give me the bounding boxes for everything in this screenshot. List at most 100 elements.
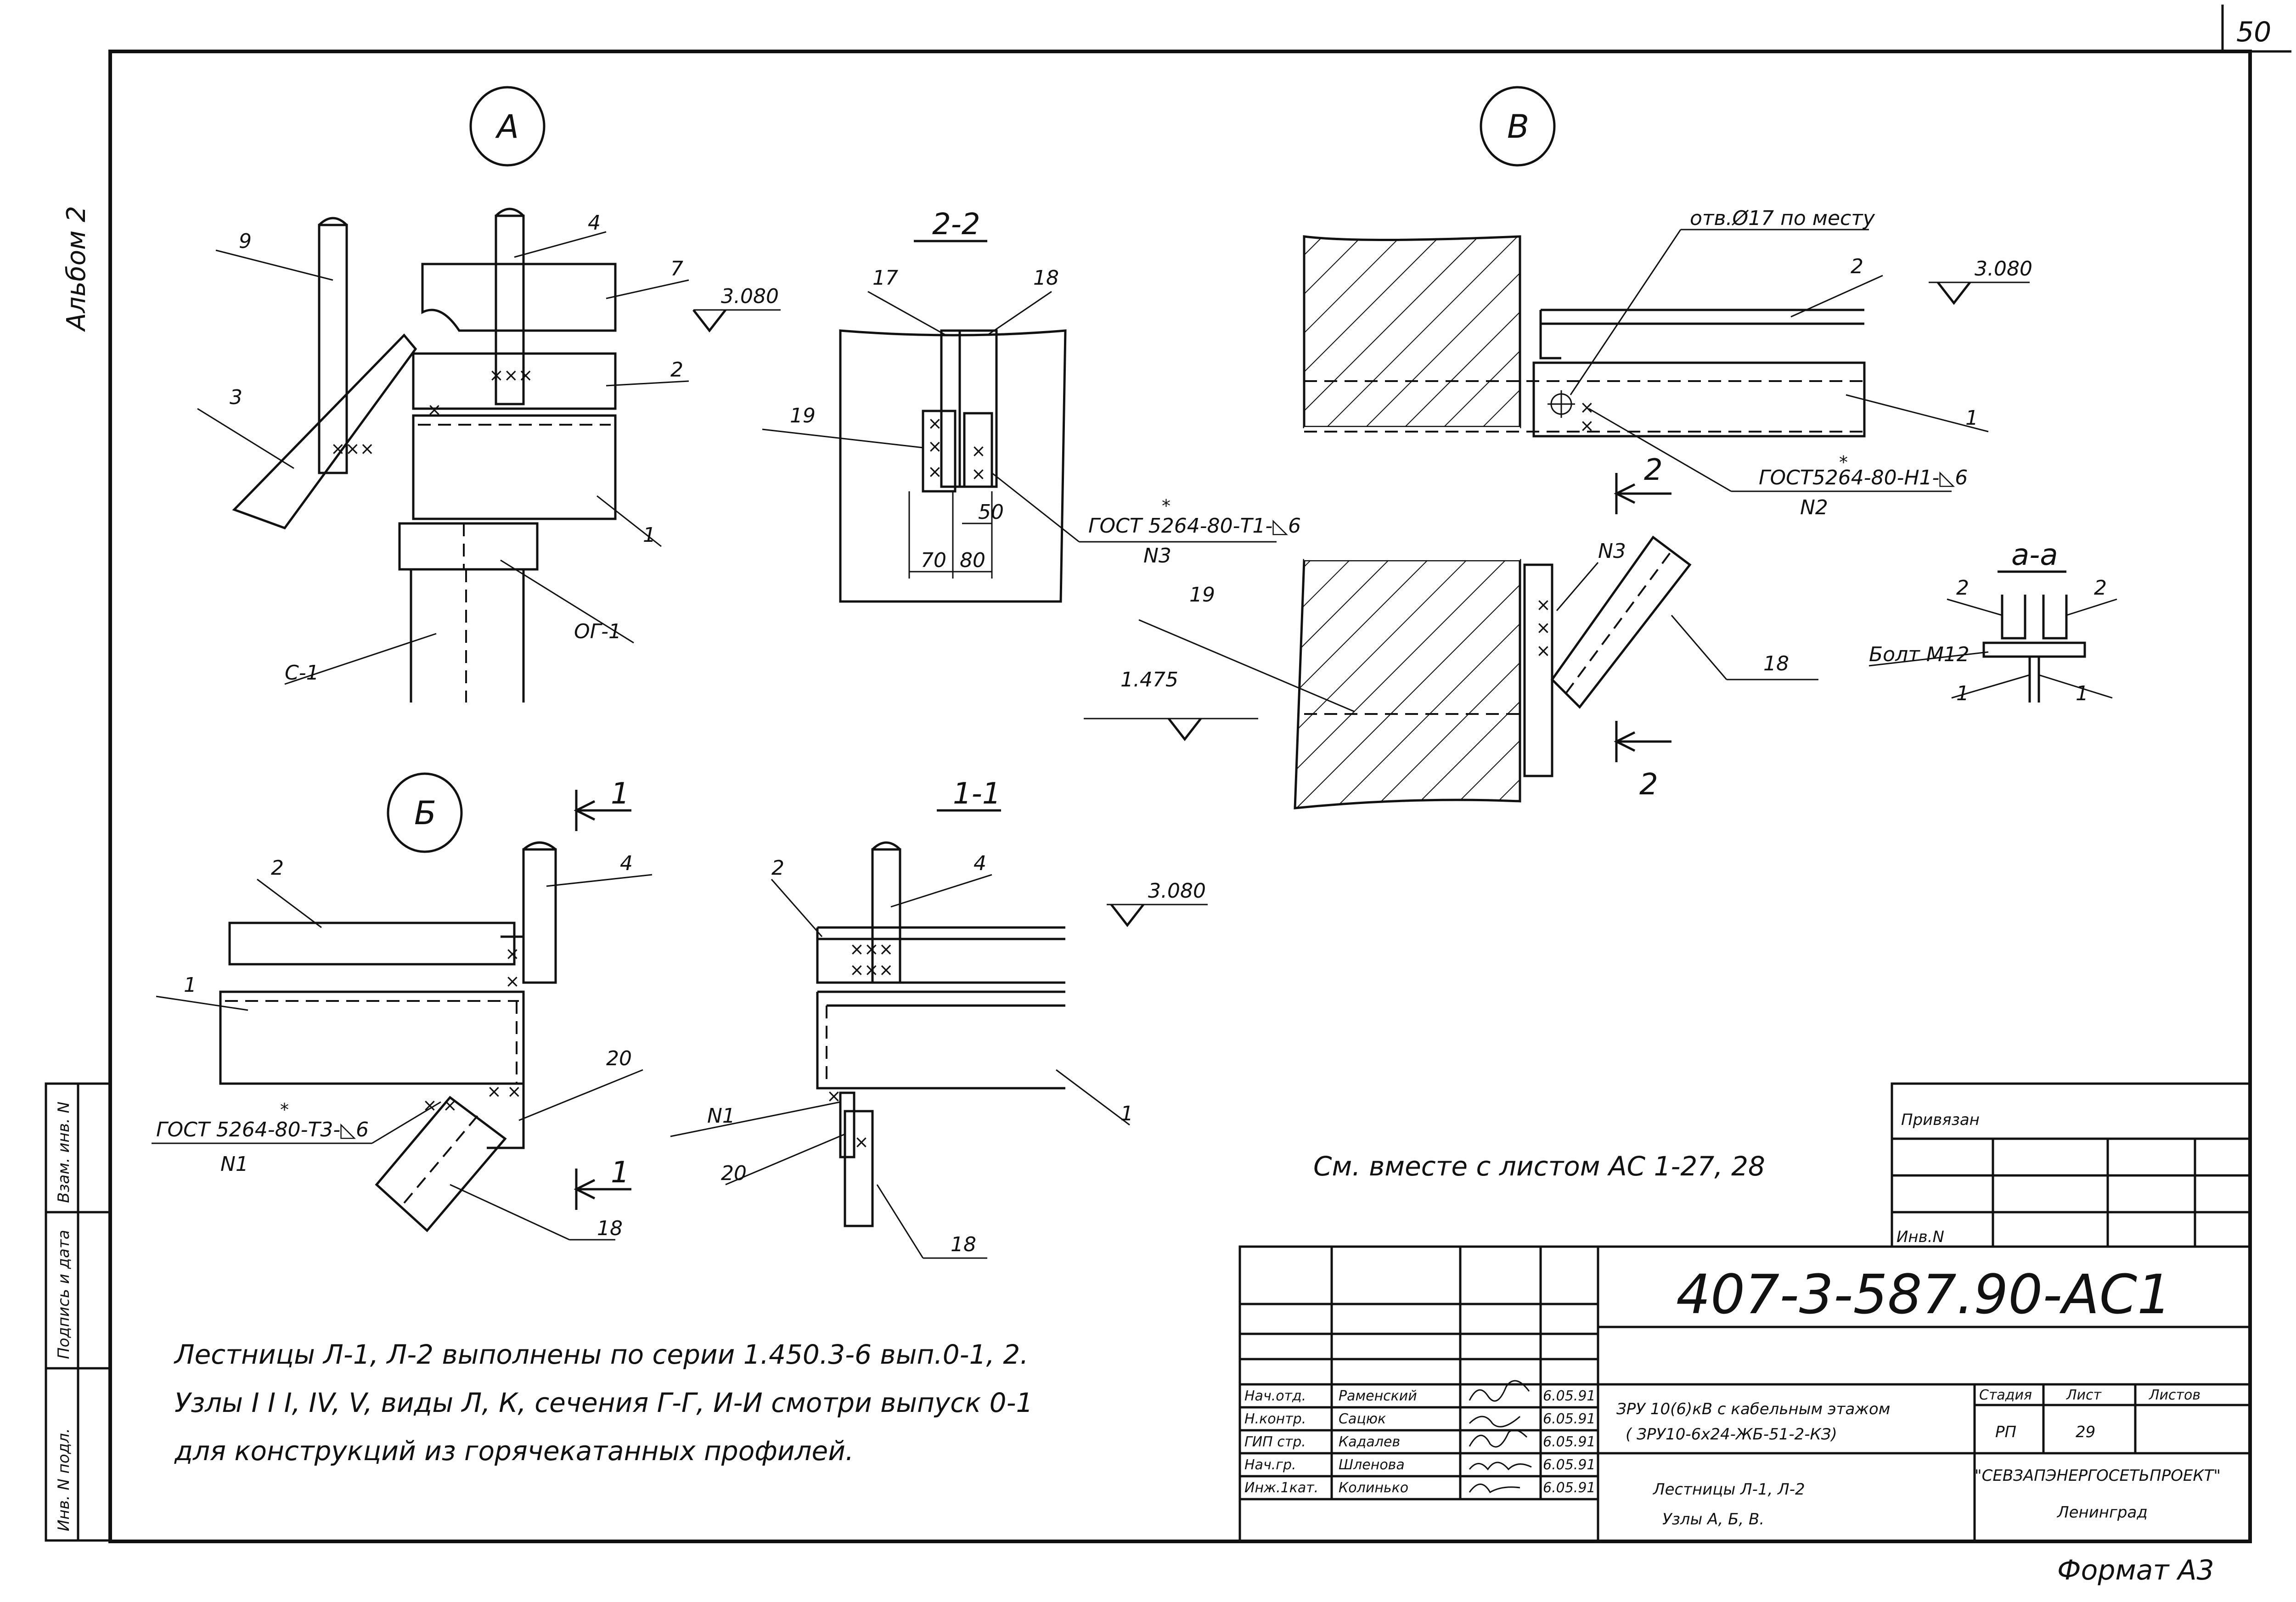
svg-text:×××: ×××: [850, 960, 894, 980]
node-v-weld-mark: *: [1839, 452, 1848, 472]
node-v-cut-top: 2: [1644, 453, 1663, 487]
staff-date-3: 6.05.91: [1543, 1457, 1596, 1473]
note-line-3: для конструкций из горячекатанных профил…: [174, 1435, 854, 1467]
svg-text:×: ×: [928, 461, 942, 482]
title-block: Привязан Инв.N 407-3-587.90-АС1 ЗРУ 10(6…: [1238, 1082, 2251, 1543]
note-line-1: Лестницы Л-1, Л-2 выполнены по серии 1.4…: [174, 1339, 1029, 1370]
staff-name-2: Кадалев: [1339, 1434, 1400, 1450]
section-2-2-weld-mark: *: [1162, 496, 1171, 516]
svg-text:×××: ×××: [850, 939, 894, 959]
node-b-callout-18: 18: [597, 1217, 623, 1240]
svg-text:×××: ×××: [331, 438, 375, 459]
node-v-weld-no: N2: [1800, 496, 1828, 519]
node-b-weld-mark: *: [280, 1100, 289, 1120]
node-v-level-bottom: 1.475: [1120, 668, 1178, 691]
section-2-2-callout-17: 17: [872, 266, 898, 290]
svg-text:×: ×: [427, 399, 442, 420]
node-a-level: 3.080: [721, 285, 779, 308]
signatures: [1469, 1380, 1532, 1494]
section-1-1-callout-1: 1: [1120, 1102, 1133, 1125]
svg-text:×: ×: [1580, 397, 1594, 417]
node-b-circle-label: Б: [414, 794, 436, 832]
node-v-callout-19: 19: [1189, 583, 1215, 607]
staff-role-1: Н.контр.: [1244, 1411, 1306, 1427]
node-a-callout-4: 4: [588, 211, 601, 235]
project-line-2: ( ЗРУ10-6х24-ЖБ-51-2-КЗ): [1626, 1425, 1837, 1444]
staff-role-4: Инж.1кат.: [1244, 1480, 1318, 1496]
node-v-circle-label: В: [1507, 108, 1529, 146]
svg-text:× ×: × ×: [487, 1081, 522, 1102]
node-a-callout-2: 2: [670, 358, 683, 382]
node-a-callout-7: 7: [670, 257, 683, 281]
staff-date-2: 6.05.91: [1543, 1434, 1596, 1450]
section-2-2-callout-18: 18: [1033, 266, 1059, 290]
section-1-1-callout-4: 4: [974, 852, 986, 875]
side-stamp-block: Взам. инв. N Подпись и дата Инв. N подл.: [45, 1082, 112, 1542]
privyazan-label: Привязан: [1901, 1111, 1980, 1129]
section-a-a-callout-1a: 1: [1956, 682, 1969, 705]
stamp-vzam-inv: Взам. инв. N: [55, 1102, 73, 1203]
section-a-a: а-а 2 2 1 1 Болт М12: [1868, 538, 2117, 705]
staff-name-4: Колинько: [1339, 1480, 1408, 1496]
section-2-2-weld-no: N3: [1143, 544, 1171, 568]
section-2-2-dim-80: 80: [960, 549, 985, 572]
section-a-a-callout-1b: 1: [2076, 682, 2088, 705]
format-label: Формат А3: [2057, 1554, 2214, 1586]
section-1-1: 1-1 ××× ××× × × 3.080 2 4 1 20 18 N1: [670, 777, 1208, 1259]
node-v-weld: ГОСТ5264-80-Н1-◺6: [1759, 466, 1968, 489]
svg-text:×: ×: [505, 944, 520, 964]
section-1-1-title: 1-1: [953, 777, 1001, 811]
node-v-callout-1: 1: [1965, 406, 1978, 430]
svg-text:×: ×: [1536, 641, 1551, 661]
sheet-frame: [108, 50, 2252, 1543]
node-b-callout-4: 4: [620, 852, 633, 875]
svg-text:×: ×: [971, 464, 986, 484]
node-v-level-top: 3.080: [1975, 257, 2032, 281]
staff-name-1: Сацюк: [1339, 1411, 1386, 1427]
node-v-weld-no-2: N3: [1598, 540, 1626, 563]
section-1-1-weld-no: N1: [707, 1104, 735, 1128]
svg-text:×: ×: [1580, 416, 1594, 436]
node-b: Б × × × × × × 1 1 2 4 1 20 18: [152, 772, 653, 1241]
section-2-2-title: 2-2: [932, 208, 980, 242]
staff-role-3: Нач.гр.: [1244, 1457, 1296, 1473]
page-number: 50: [2236, 16, 2271, 48]
stage-value: РП: [1995, 1423, 2016, 1441]
node-a-circle-label: А: [495, 108, 519, 146]
staff-date-0: 6.05.91: [1543, 1388, 1596, 1404]
staff-date-4: 6.05.91: [1543, 1480, 1596, 1496]
svg-text:×××: ×××: [489, 365, 533, 385]
node-b-weld: ГОСТ 5264-80-Т3-◺6: [156, 1118, 369, 1141]
see-also-note: См. вместе с листом АС 1-27, 28: [1313, 1151, 1765, 1182]
col-stage: Стадия: [1979, 1387, 2032, 1403]
section-1-1-callout-18: 18: [951, 1233, 976, 1256]
org-name: "СЕВЗАПЭНЕРГОСЕТЬПРОЕКТ": [1975, 1467, 2221, 1485]
node-a-callout-1: 1: [643, 523, 656, 547]
node-v-callout-18: 18: [1763, 652, 1789, 675]
node-b-callout-20: 20: [606, 1047, 632, 1070]
org-city: Ленинград: [2056, 1503, 2148, 1522]
node-b-cut-top: 1: [611, 777, 630, 811]
svg-text:×: ×: [928, 436, 942, 456]
node-a-callout-og1: ОГ-1: [574, 620, 621, 643]
section-1-1-callout-20: 20: [721, 1162, 747, 1185]
section-a-a-callout-2a: 2: [1956, 576, 1969, 600]
staff-role-0: Нач.отд.: [1244, 1388, 1306, 1404]
node-v-cut-bottom: 2: [1639, 768, 1658, 802]
node-b-callout-2: 2: [271, 856, 284, 880]
node-a-callout-3: 3: [230, 386, 242, 409]
section-a-a-title: а-а: [2011, 538, 2058, 572]
col-sheets: Листов: [2149, 1387, 2200, 1403]
svg-text:× ×: × ×: [422, 1095, 457, 1115]
section-2-2: 2-2 × × × × × 50 70 80 17 18 19 * ГОСТ 5…: [762, 208, 1301, 603]
section-2-2-dim-50: 50: [978, 500, 1004, 524]
stamp-podpis-data: Подпись и дата: [55, 1230, 73, 1359]
stamp-inv-podl: Инв. N подл.: [55, 1428, 73, 1531]
node-b-cut-bottom: 1: [611, 1156, 630, 1190]
inv-n-label: Инв.N: [1896, 1228, 1944, 1246]
node-b-weld-no: N1: [220, 1152, 248, 1176]
section-a-a-callout-2b: 2: [2094, 576, 2107, 600]
node-a: А ××× ××× × 9 4 7: [197, 86, 781, 703]
svg-text:×: ×: [505, 971, 520, 991]
